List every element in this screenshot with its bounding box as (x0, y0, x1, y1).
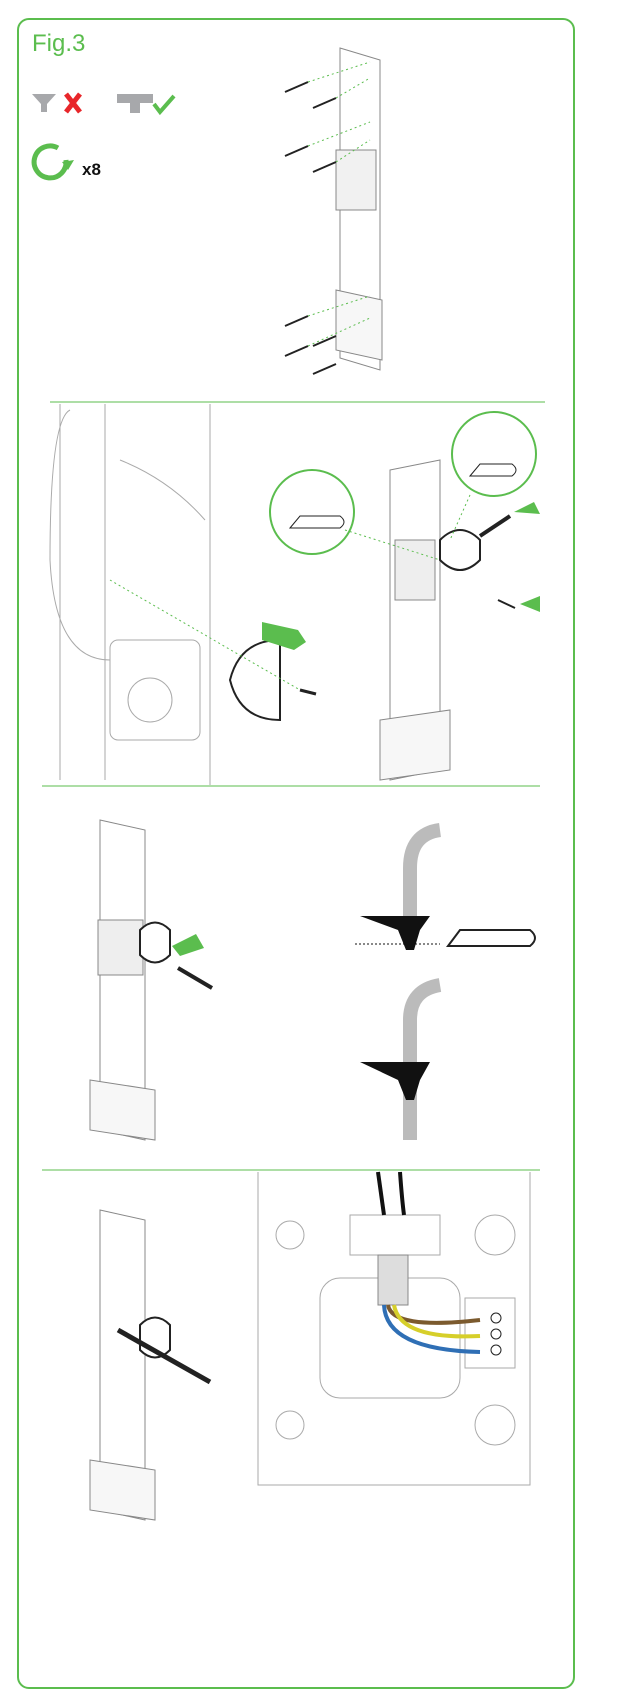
correct-check-icon (152, 94, 176, 116)
terminal-screws (490, 1312, 502, 1356)
screw (497, 599, 516, 609)
countersunk-screw-icon (32, 94, 56, 112)
cable-gland-top (355, 823, 536, 950)
guide-lines-step2 (344, 494, 471, 561)
screw-count: x8 (82, 160, 101, 179)
screws-step1 (284, 81, 337, 375)
wires (376, 1171, 481, 1354)
cable (478, 514, 512, 538)
guide-line (109, 579, 301, 691)
rotate-icon (31, 143, 74, 181)
cable-clamp (139, 921, 171, 964)
figure-title: Fig.3 (32, 30, 86, 57)
figure-frame (17, 18, 575, 1689)
detail-circle-right (451, 411, 537, 497)
cable-clamp-cover (228, 638, 317, 722)
backplate-step4 (89, 1209, 156, 1521)
backplate-step2 (379, 459, 451, 781)
cable-gland-bottom (360, 978, 442, 1140)
arrow-icon (172, 934, 204, 956)
arrow-icon (514, 502, 540, 612)
backplate-step1 (335, 47, 383, 371)
detail-circle-left (269, 469, 355, 555)
cable-clamp (439, 529, 481, 571)
cable (116, 1327, 212, 1385)
backplate-step3 (89, 819, 156, 1141)
wrong-x-icon (64, 92, 82, 114)
arrow-icon (262, 622, 306, 650)
unit-cutaway (49, 404, 211, 785)
guide-lines-step1 (307, 61, 371, 347)
pan-head-screw-icon (117, 94, 153, 113)
cable (176, 966, 214, 990)
